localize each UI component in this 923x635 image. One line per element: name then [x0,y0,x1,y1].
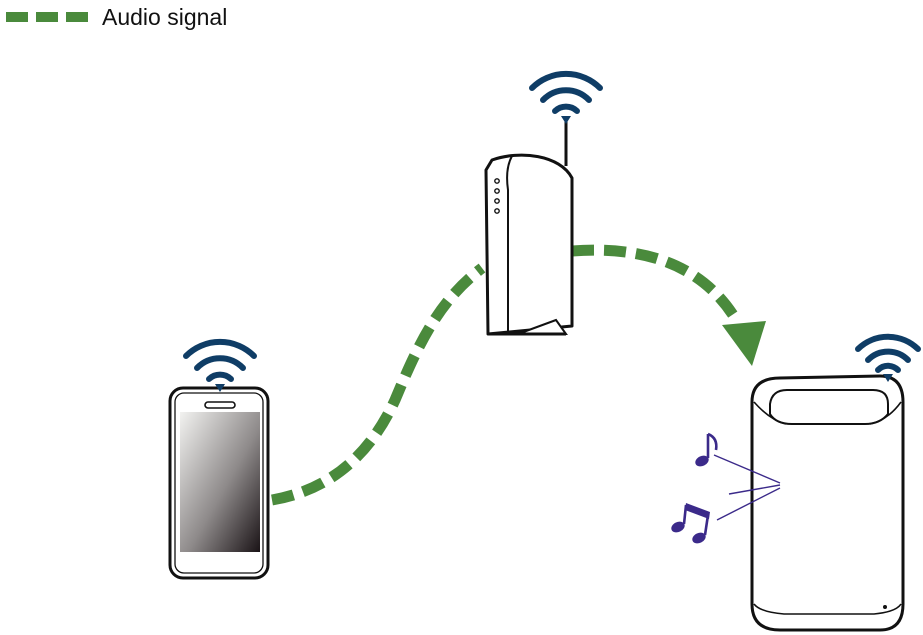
router-led [494,208,500,214]
signal-path-phone-to-router [271,263,486,506]
sound-lines [713,454,781,521]
speaker [750,374,905,632]
speaker-base-ring [753,603,902,615]
beamed-notes-icon [671,503,710,544]
legend-dashed-line-swatch [6,12,88,22]
router-led [494,178,500,184]
router-led [494,188,500,194]
smartphone [168,386,270,580]
router [484,118,574,336]
speaker-body [750,374,905,632]
music-note-icon [695,432,718,467]
wifi-icon [855,333,921,382]
signal-path-router-to-speaker [571,244,740,321]
wifi-icon [529,70,603,124]
legend: Audio signal [6,0,227,34]
wifi-icon [183,338,257,392]
legend-label: Audio signal [102,3,228,30]
phone-inner-frame [174,392,264,574]
signal-arrowhead [722,321,766,366]
phone-screen [180,412,260,552]
phone-speaker-slot [204,401,236,409]
speaker-top-grille [769,389,889,425]
router-led [494,198,500,204]
